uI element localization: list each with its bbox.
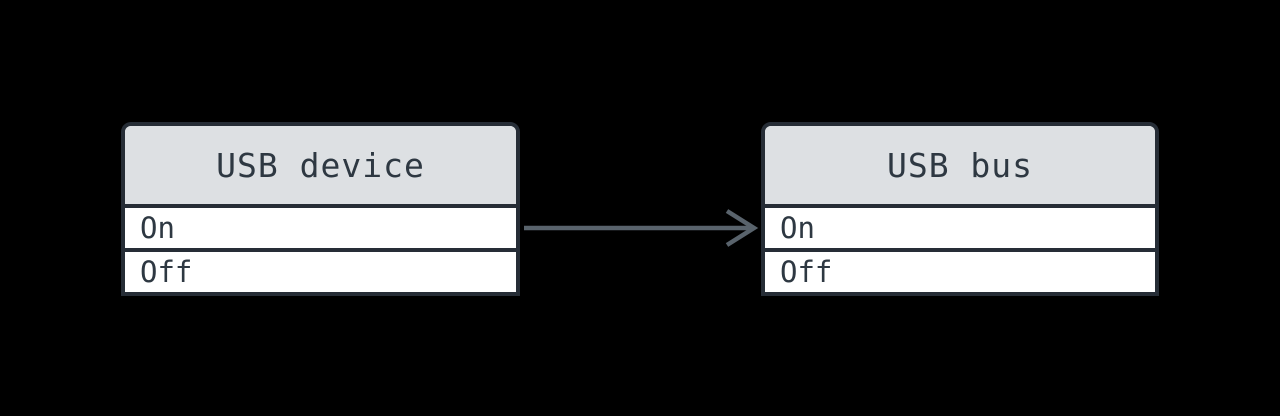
node-usb-bus-row-on: On bbox=[765, 204, 1155, 248]
row-label: On bbox=[780, 211, 815, 245]
node-usb-bus: USB bus On Off bbox=[761, 122, 1159, 296]
node-usb-device: USB device On Off bbox=[121, 122, 520, 296]
row-label: Off bbox=[140, 255, 193, 289]
node-usb-device-row-on: On bbox=[125, 204, 516, 248]
node-usb-device-header: USB device bbox=[125, 126, 516, 204]
arrow-head-icon bbox=[725, 209, 759, 247]
node-usb-bus-title: USB bus bbox=[886, 145, 1034, 185]
row-label: Off bbox=[780, 255, 833, 289]
node-usb-device-row-off: Off bbox=[125, 248, 516, 292]
node-usb-bus-header: USB bus bbox=[765, 126, 1155, 204]
node-usb-device-title: USB device bbox=[216, 145, 425, 185]
row-label: On bbox=[140, 211, 175, 245]
node-usb-bus-row-off: Off bbox=[765, 248, 1155, 292]
